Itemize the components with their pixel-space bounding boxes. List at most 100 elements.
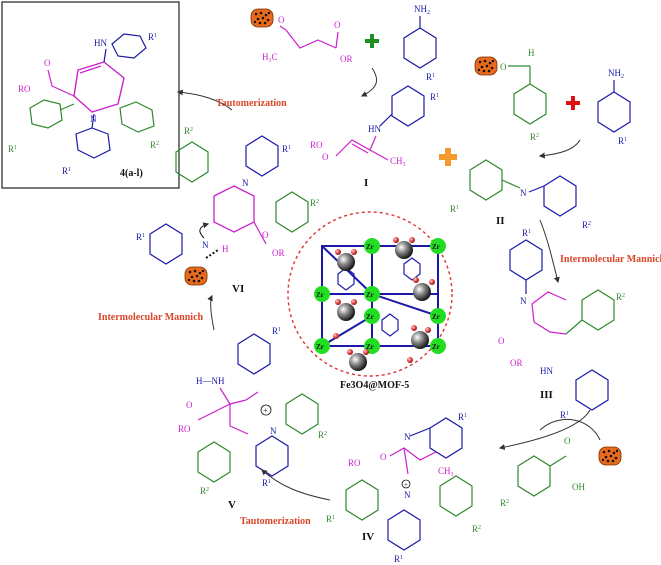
svg-text:O: O: [278, 15, 285, 25]
svg-text:+: +: [404, 481, 408, 489]
reagent-aniline-1: NH2 R1: [403, 4, 437, 82]
svg-text:H—NH: H—NH: [196, 376, 225, 386]
svg-text:R1: R1: [136, 232, 145, 242]
svg-text:R1: R1: [394, 554, 403, 564]
plus-red-icon: [566, 96, 580, 110]
svg-text:HN: HN: [540, 366, 553, 376]
intermediate-I: R1 HN CH3 O RO I: [310, 85, 439, 189]
plus-orange-icon: [439, 148, 457, 166]
step-tautomerization-top: Tautomerization: [216, 98, 287, 109]
intermediate-IV: O RO N R1 CH3 + N R1 R2 R1 IV: [326, 412, 481, 564]
svg-text:CH3: CH3: [390, 156, 406, 168]
svg-text:N: N: [404, 432, 411, 442]
svg-text:Zr: Zr: [316, 291, 324, 299]
catalyst-label: Fe3O4@MOF-5: [340, 380, 409, 391]
svg-text:O: O: [262, 230, 269, 240]
reagent-aniline-2: NH2 R1: [597, 68, 631, 146]
svg-text:R2: R2: [318, 430, 327, 440]
intermediate-II-label: II: [496, 215, 505, 227]
intermediate-II: N R1 R2 II: [450, 159, 591, 230]
svg-text:R2: R2: [530, 132, 539, 142]
svg-text:N: N: [242, 178, 249, 188]
product-aryl-n: [75, 127, 111, 159]
product-box: HN R1 O RO N R1 R2 R1 4(a-l): [1, 1, 180, 189]
svg-text:OR: OR: [510, 358, 523, 368]
svg-text:R1: R1: [522, 228, 531, 238]
svg-text:R1: R1: [282, 144, 291, 154]
svg-text:H: H: [528, 48, 535, 58]
svg-text:R2: R2: [616, 292, 625, 302]
plus-green-icon: [365, 34, 379, 48]
product-aryl-left: [29, 99, 63, 129]
svg-text:N: N: [404, 490, 411, 500]
catalyst-dashed-circle: [287, 211, 453, 377]
intermediate-I-label: I: [364, 177, 368, 189]
svg-text:OH: OH: [572, 482, 585, 492]
intermediate-III-label: III: [540, 389, 553, 401]
svg-text:RO: RO: [348, 458, 361, 468]
intermediate-IV-label: IV: [362, 531, 374, 543]
product-aryl-right: [119, 101, 155, 133]
benzoic-acid-catalyst: O OH R2: [500, 436, 622, 508]
svg-text:R1: R1: [262, 478, 271, 488]
intermediate-VI: R2 R1 N R2 R1 N H O OR VI: [136, 126, 319, 295]
reagent-aldehyde: O H R2: [474, 48, 547, 142]
svg-text:N: N: [202, 240, 209, 250]
svg-text:R2: R2: [200, 486, 209, 496]
svg-text:CH3: CH3: [438, 466, 454, 478]
product-ring: [73, 61, 125, 113]
svg-text:O: O: [44, 58, 51, 68]
svg-text:O: O: [500, 62, 507, 72]
product-nh-label: HN: [94, 38, 107, 48]
svg-text:R2: R2: [500, 498, 509, 508]
svg-text:R1: R1: [326, 514, 335, 524]
svg-text:Zr: Zr: [366, 243, 374, 251]
svg-text:R1: R1: [450, 204, 459, 214]
svg-text:RO: RO: [18, 84, 31, 94]
svg-text:H: H: [222, 244, 229, 254]
svg-text:R2: R2: [582, 220, 591, 230]
svg-text:Zr: Zr: [316, 343, 324, 351]
svg-text:Zr: Zr: [366, 313, 374, 321]
svg-text:OR: OR: [272, 248, 285, 258]
svg-text:RO: RO: [178, 424, 191, 434]
svg-text:R1: R1: [560, 410, 569, 420]
svg-text:R2: R2: [150, 140, 159, 150]
svg-text:R2: R2: [184, 126, 193, 136]
svg-text:H3C: H3C: [262, 52, 278, 64]
intermediate-V-label: V: [228, 499, 236, 511]
svg-text:R1: R1: [148, 32, 157, 42]
svg-text:Zr: Zr: [366, 343, 374, 351]
svg-text:O: O: [322, 152, 329, 162]
svg-text:O: O: [498, 336, 505, 346]
svg-text:Zr: Zr: [432, 243, 440, 251]
intermediate-III: R1 N R2 O OR HN R1 III: [498, 228, 625, 420]
svg-text:R1: R1: [62, 166, 71, 176]
svg-text:NH2: NH2: [608, 68, 624, 80]
svg-text:O: O: [186, 400, 193, 410]
cycle-arrows: [176, 67, 601, 501]
svg-text:Zr: Zr: [366, 291, 374, 299]
step-intermolecular-mannich-left: Intermolecular Mannich: [98, 312, 204, 323]
svg-text:R2: R2: [472, 524, 481, 534]
fe3o4-spheres: [333, 237, 435, 371]
svg-text:O: O: [334, 20, 341, 30]
svg-text:R1: R1: [430, 92, 439, 102]
svg-text:HN: HN: [368, 124, 381, 134]
svg-text:R1: R1: [618, 136, 627, 146]
step-intermolecular-mannich-right: Intermolecular Mannich: [560, 254, 661, 265]
intermediate-VI-label: VI: [232, 283, 244, 295]
svg-text:+: +: [263, 406, 268, 415]
svg-text:R2: R2: [310, 198, 319, 208]
product-label: 4(a-l): [120, 168, 143, 179]
intermediate-V: R1 H—NH O RO + N R2 R2 R1 V: [178, 326, 327, 511]
svg-text:N: N: [520, 188, 527, 198]
catalyst-mof: Zr Zr Zr Zr Zr Zr Zr Zr Zr Fe3O4@MOF-: [287, 211, 453, 391]
svg-text:N: N: [520, 296, 527, 306]
reagent-ketoester: O H3C O OR: [250, 8, 353, 64]
svg-text:Zr: Zr: [432, 343, 440, 351]
svg-text:R1: R1: [272, 326, 281, 336]
svg-text:N: N: [270, 426, 277, 436]
svg-text:R1: R1: [8, 144, 17, 154]
